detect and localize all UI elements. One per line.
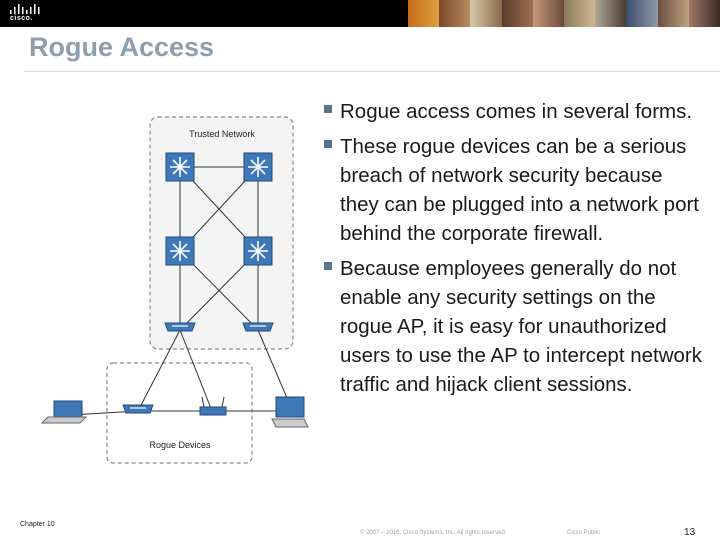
footer-copyright: © 2007 – 2016, Cisco Systems, Inc. All r… [360,530,507,536]
bullet-list: Rogue access comes in several forms. The… [318,97,703,405]
router-icon [165,236,195,266]
bullet-square-icon [324,262,332,270]
cisco-logo-icon [10,4,40,14]
switch-icon [122,404,154,414]
bullet-square-icon [324,105,332,113]
desktop-icon [271,396,309,428]
title-divider [24,71,720,72]
bullet-item: Rogue access comes in several forms. [318,97,703,126]
router-icon [165,152,195,182]
logo-text: cisco. [10,15,33,22]
access-point-icon [199,396,227,416]
switch-icon [164,322,196,332]
rogue-devices-label: Rogue Devices [149,440,211,450]
bullet-item: Because employees generally do not enabl… [318,254,703,399]
network-diagram: Trusted Network Rogue Devices [40,116,309,464]
trusted-network-label: Trusted Network [189,129,255,139]
trusted-network-box [149,116,294,350]
page-title: Rogue Access [29,32,215,62]
footer-chapter: Chapter 10 [20,521,55,528]
page-number: 13 [684,527,696,538]
router-icon [243,152,273,182]
header-photo-strip [408,0,720,27]
header-bar: cisco. [0,0,720,27]
switch-icon [242,322,274,332]
router-icon [243,236,273,266]
footer-classification: Cisco Public [567,530,601,536]
bullet-item: These rogue devices can be a serious bre… [318,132,703,248]
bullet-square-icon [324,140,332,148]
laptop-icon [40,400,88,424]
rogue-devices-box [106,362,253,464]
